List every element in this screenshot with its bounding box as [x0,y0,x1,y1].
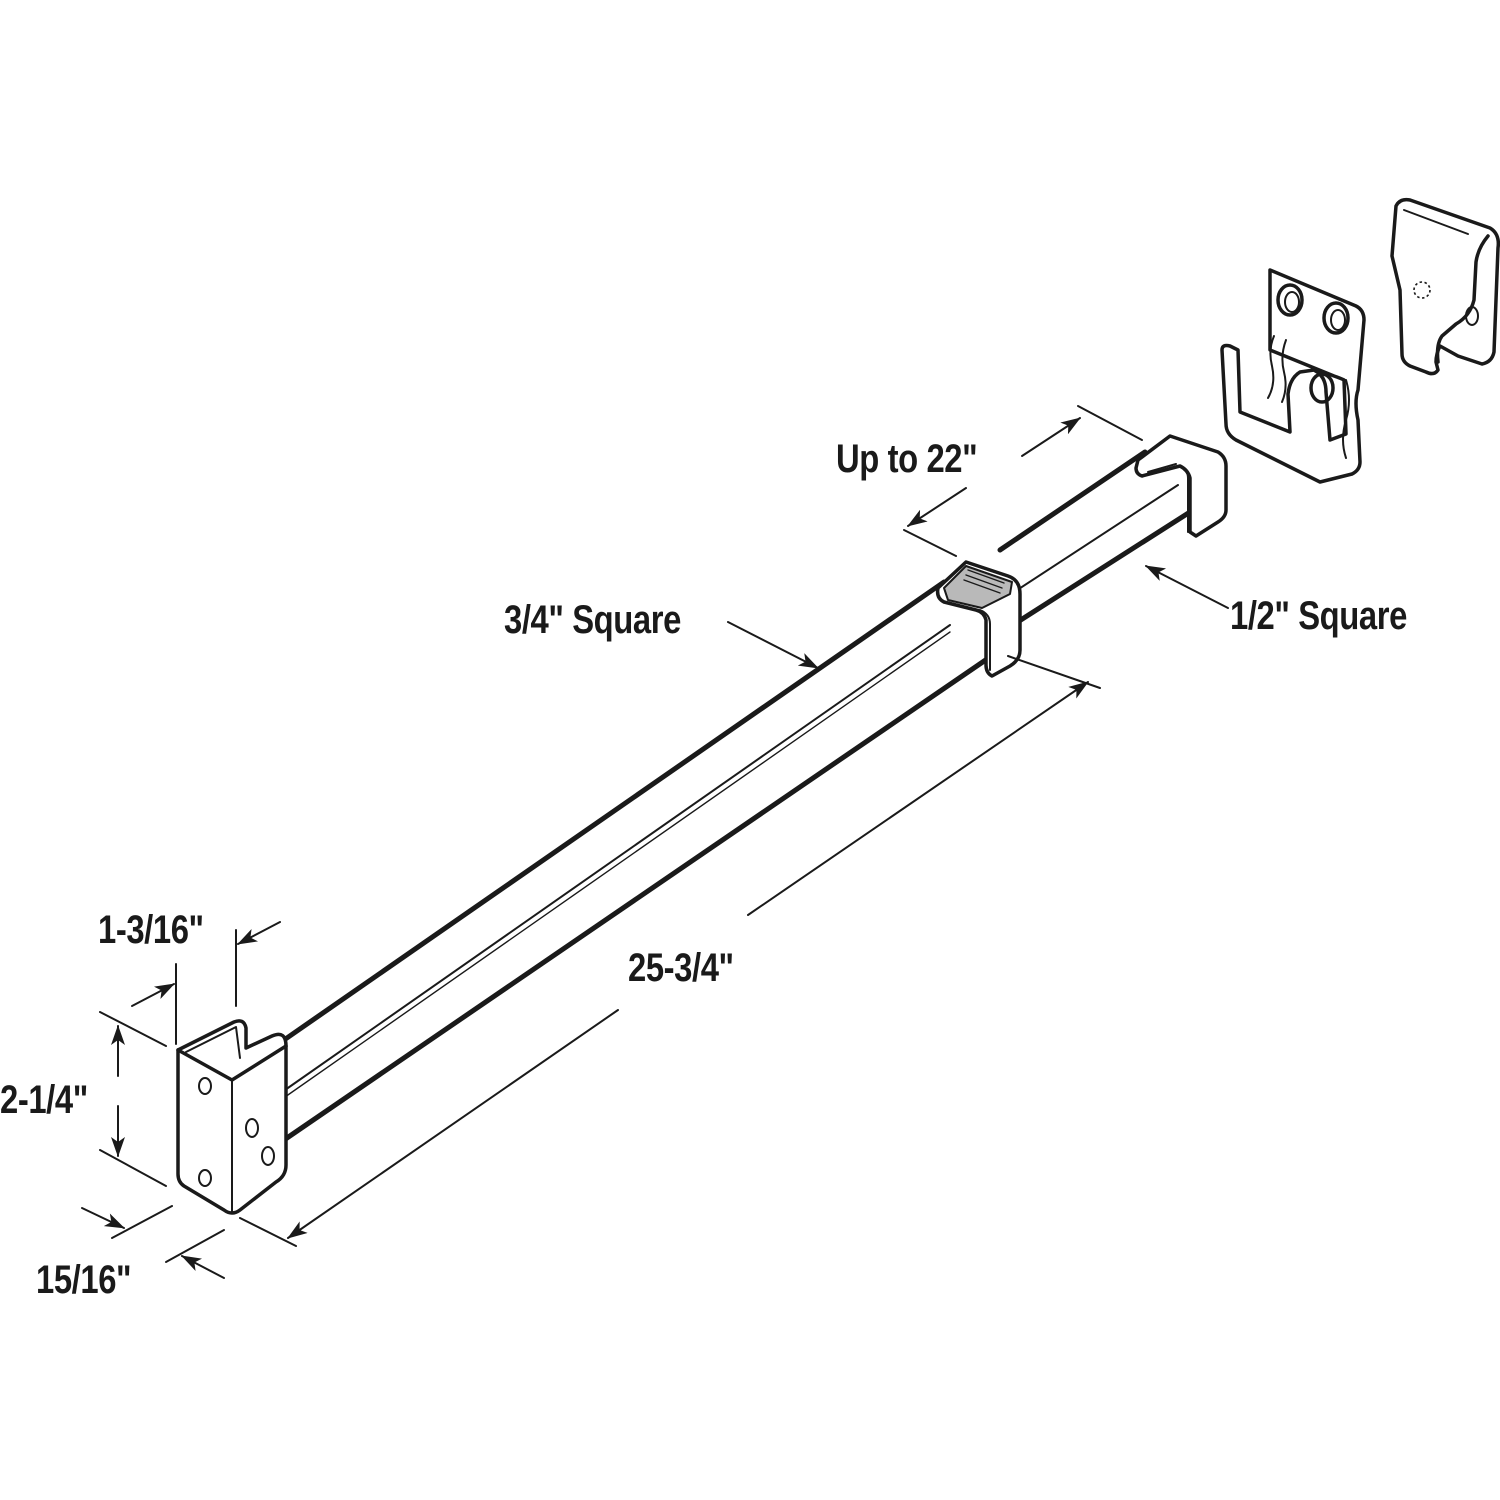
dim-extension [903,405,1143,557]
inner-square-tube [997,449,1193,633]
clip-bracket [1390,197,1500,376]
label-outer-tube: 3/4" Square [504,598,681,642]
dim-bracket-height [99,1011,167,1187]
slide-lock-clip [935,560,1022,678]
outer-square-tube [281,579,993,1143]
dim-bracket-depth [131,921,281,1045]
dim-inner-tube [1145,565,1229,609]
label-extension: Up to 22" [836,437,978,481]
label-length: 25-3/4" [628,946,734,990]
label-bracket-depth: 1-3/16" [98,908,204,952]
dim-outer-tube [727,621,819,669]
end-cap [1134,434,1228,538]
dim-bracket-width [81,1205,225,1279]
label-bracket-width: 15/16" [36,1258,132,1302]
hook-bracket [1220,268,1366,484]
label-bracket-height: 2-1/4" [0,1078,88,1122]
u-bracket-end [176,1019,288,1215]
dim-length [239,655,1101,1247]
label-inner-tube: 1/2" Square [1230,594,1407,638]
